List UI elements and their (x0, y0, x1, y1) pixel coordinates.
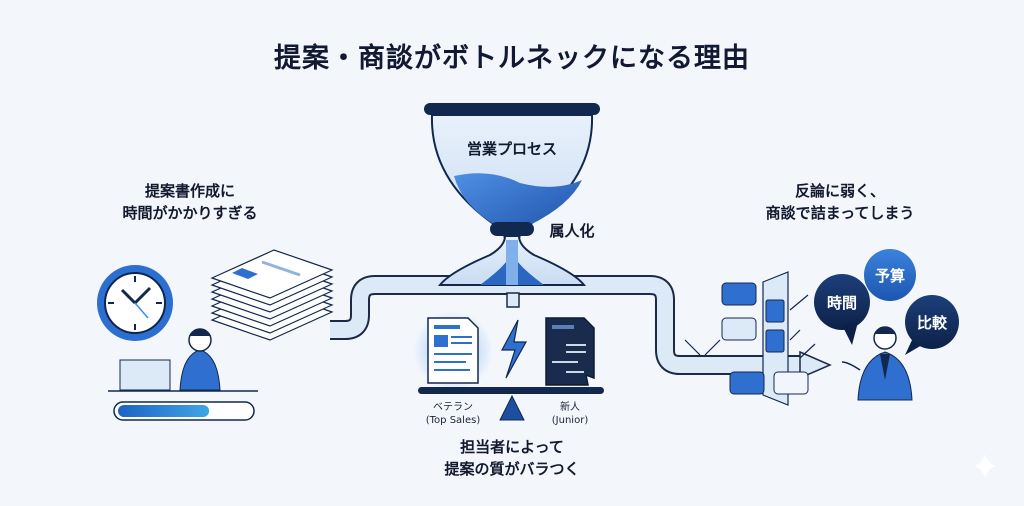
neck-label: 属人化 (549, 222, 595, 240)
hourglass-label: 営業プロセス (466, 140, 557, 158)
clock-icon (97, 265, 173, 341)
left-caption-line1: 提案書作成に (144, 182, 235, 200)
right-caption-line1: 反論に弱く、 (794, 182, 885, 200)
hourglass-icon (424, 103, 600, 286)
junior-label-main: 新人 (560, 402, 580, 413)
bubble-label-time: 時間 (826, 294, 857, 312)
speech-bubble-time (814, 274, 870, 345)
left-caption-line2: 時間がかかりすぎる (122, 204, 258, 222)
speech-bubble-budget (864, 249, 916, 301)
center-caption-line2: 提案の質がバラつく (444, 460, 580, 478)
right-caption-line2: 商談で詰まってしまう (765, 204, 915, 222)
junior-label-sub: (Junior) (551, 415, 589, 426)
progress-bar (113, 401, 255, 421)
junior-document-icon (545, 317, 595, 386)
left-caption: 提案書作成に 時間がかかりすぎる (100, 180, 280, 224)
junior-label: 新人 (Junior) (540, 401, 600, 427)
stressed-worker-icon (108, 328, 258, 392)
speech-bubble-compare (905, 295, 959, 355)
sparkle-icon (974, 454, 996, 478)
center-caption-line1: 担当者によって (460, 438, 564, 456)
bubble-label-compare: 比較 (916, 314, 947, 332)
lightning-icon (501, 319, 528, 379)
balance-scale (418, 387, 604, 421)
right-caption: 反論に弱く、 商談で詰まってしまう (740, 180, 940, 224)
veteran-label-main: ベテラン (433, 402, 473, 413)
document-stack-icon (210, 249, 334, 341)
veteran-label-sub: (Top Sales) (425, 415, 481, 426)
veteran-label: ベテラン (Top Sales) (418, 401, 488, 427)
objection-wall (684, 271, 816, 406)
center-caption: 担当者によって 提案の質がバラつく (412, 436, 612, 480)
bubble-label-budget: 予算 (874, 267, 905, 285)
progress-fill (118, 405, 210, 417)
salesperson-icon (841, 326, 913, 401)
page-title: 提案・商談がボトルネックになる理由 (274, 43, 750, 74)
veteran-document-icon (413, 311, 493, 391)
